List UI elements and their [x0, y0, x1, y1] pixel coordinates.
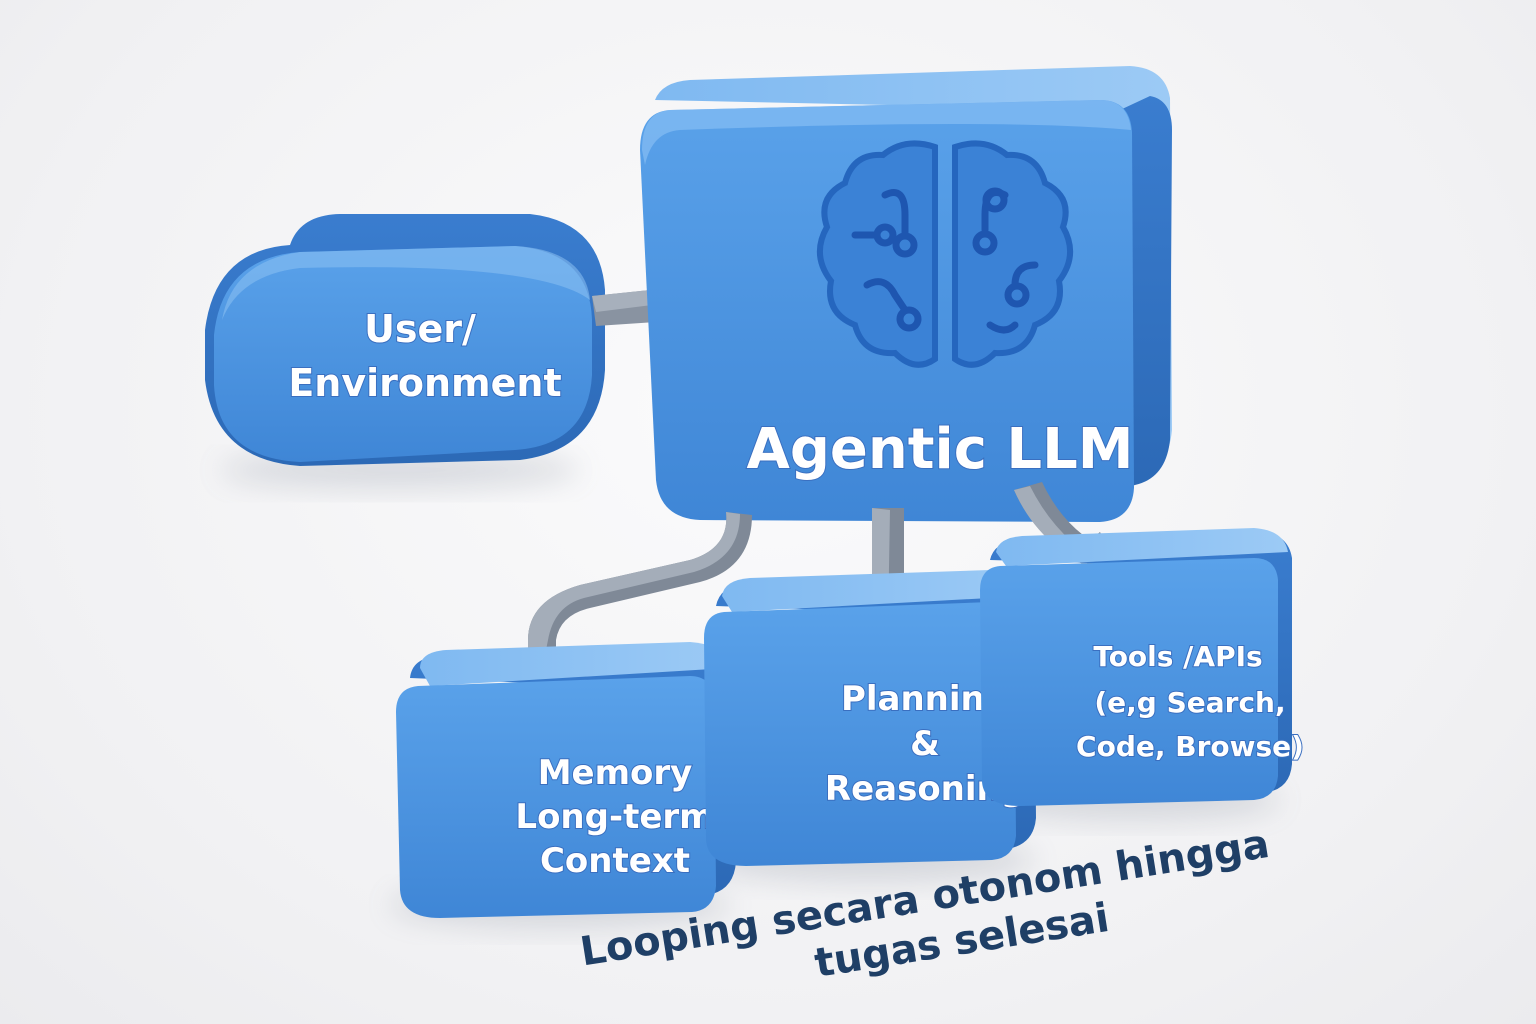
agentic-llm-title: Agentic LLM [746, 417, 1133, 482]
brain-circuit-icon [817, 140, 1073, 368]
tools-node: Tools /APIs (e,g Search, Code, Browse) [980, 528, 1305, 806]
planning-node: Planning & Reasoning [704, 570, 1036, 866]
memory-node: Memory Long-term Context [396, 642, 736, 918]
user-environment-node: User/ Environment [205, 214, 605, 466]
tools-label-line-1: Tools /APIs [1093, 640, 1262, 673]
memory-label-line-2: Long-term [515, 797, 714, 837]
user-environment-label-line-1: User/ [364, 307, 476, 351]
memory-label-line-1: Memory [538, 753, 693, 793]
memory-label-line-3: Context [540, 841, 690, 881]
tools-label-line-2: (e,g Search, [1094, 686, 1285, 719]
tools-label-line-3: Code, Browse) [1076, 730, 1304, 763]
planning-label-line-2: & [910, 724, 940, 764]
agentic-llm-node: Agentic LLM [640, 66, 1172, 522]
user-environment-label-line-2: Environment [288, 361, 561, 405]
